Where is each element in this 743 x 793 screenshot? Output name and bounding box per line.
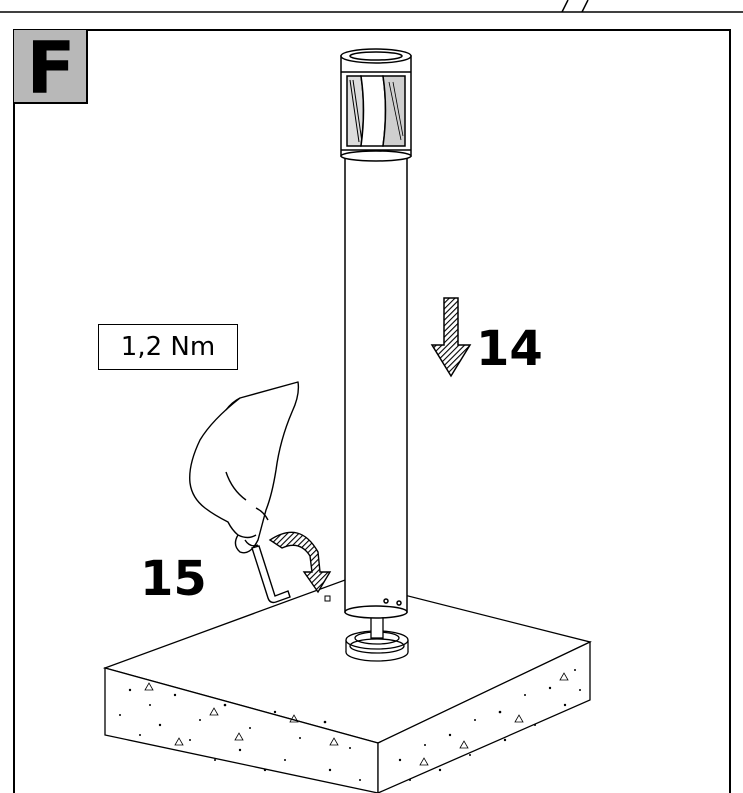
down-arrow-icon xyxy=(430,297,472,378)
concrete-triangles xyxy=(144,672,569,766)
bollard-pole xyxy=(344,149,408,619)
step-number-push-down: 14 xyxy=(476,321,543,377)
grub-screw xyxy=(324,595,331,602)
header-strip xyxy=(0,0,743,13)
panel-frame xyxy=(13,29,731,793)
step-letter: F xyxy=(26,26,76,110)
hex-key-icon xyxy=(251,545,291,604)
hand-icon xyxy=(189,381,300,554)
concrete-base xyxy=(102,579,592,793)
step-badge: F xyxy=(14,30,88,104)
step-number-tighten: 15 xyxy=(140,551,207,607)
curved-arrow-icon xyxy=(268,531,332,594)
concrete-speckles xyxy=(119,669,581,781)
torque-label: 1,2 Nm xyxy=(98,324,238,370)
bollard-head xyxy=(340,48,412,162)
lamp-window xyxy=(346,75,406,147)
mounting-socket xyxy=(345,611,409,662)
